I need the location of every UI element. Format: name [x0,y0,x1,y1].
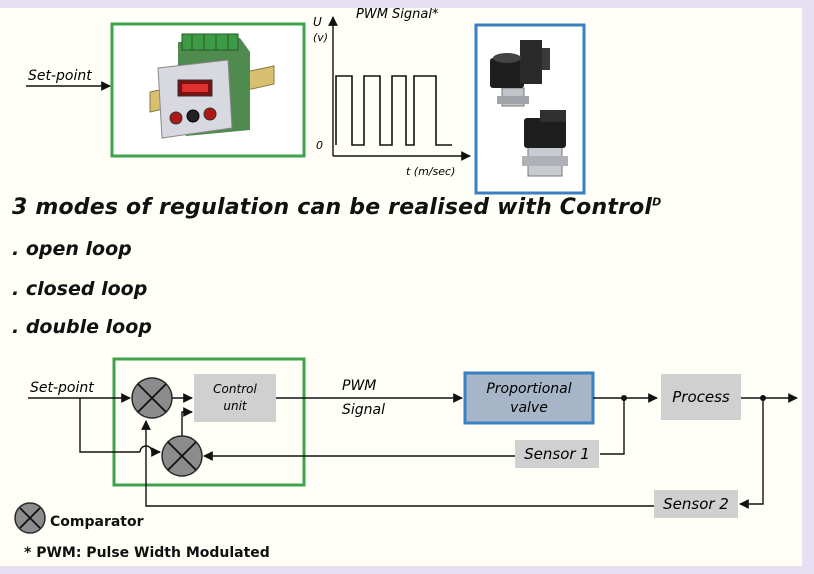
page-frame-top [0,0,814,8]
valve-label-1: Proportional [486,381,571,397]
process-box [661,374,741,420]
comparator-1 [131,377,173,419]
heading: 3 modes of regulation can be realised wi… [12,195,661,220]
pwm-chart-title: PWM Signal* [356,7,439,22]
page-frame-right [802,0,814,574]
sensor2-input-line [739,398,764,509]
y-axis-label-v: (v) [313,31,328,44]
comparator-2 [161,435,203,477]
valve-label-2: valve [510,400,548,416]
control-unit-label-1: Control [213,382,257,396]
heading-text: 3 modes of regulation can be realised wi… [12,195,653,220]
mode-open-loop: . open loop [12,238,132,260]
sensor1-input-line [600,398,625,455]
sensor1-box [515,440,599,468]
controller-device-image [149,33,275,139]
page-frame-bottom [0,566,814,574]
sensor2-feedback-arrow [141,420,656,507]
proportional-valve-box [463,371,595,425]
top-setpoint-label: Set-point [28,68,92,84]
footnote: * PWM: Pulse Width Modulated [24,545,270,561]
pwm-waveform [335,75,452,146]
setpoint-label: Set-point [30,380,94,396]
pwm-label-2: Signal [342,402,385,418]
valves-image [490,40,568,177]
legend-comparator-label: Comparator [50,514,144,530]
process-label: Process [672,388,730,406]
sensor2-box [654,490,738,518]
sensor2-label: Sensor 2 [663,495,729,513]
control-unit-box [194,374,276,422]
legend-comparator-icon [14,502,46,534]
control-frame [112,357,306,487]
y-axis-label-u: U [313,15,322,29]
mode-double-loop: . double loop [12,316,152,338]
mode-closed-loop: . closed loop [12,278,148,300]
x-axis-label: t (m/sec) [406,165,455,178]
zero-label: 0 [316,139,323,152]
control-unit-label-2: unit [223,399,248,413]
pwm-label-1: PWM [342,378,376,394]
heading-superscript: D [652,195,662,209]
comparator2-to-unit-arrow [181,407,193,436]
sensor1-label: Sensor 1 [524,445,590,463]
setpoint-branch-line [79,398,140,453]
